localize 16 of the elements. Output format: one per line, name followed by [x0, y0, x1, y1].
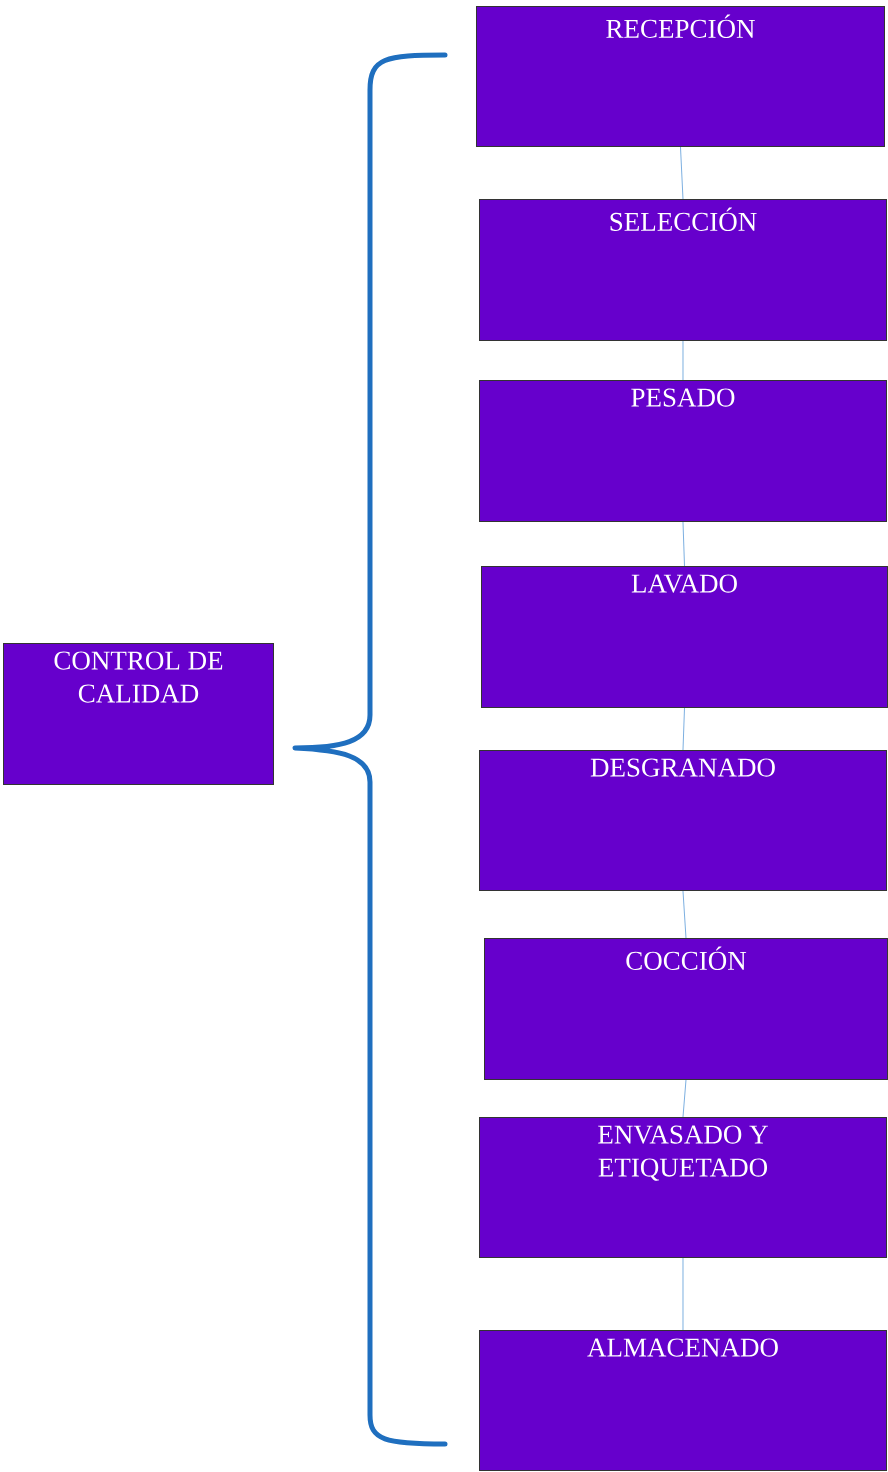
connector-line: [682, 521, 685, 567]
process-box: LAVADO: [481, 566, 888, 708]
process-box: ALMACENADO: [479, 1330, 887, 1471]
process-box: DESGRANADO: [479, 750, 887, 891]
connector-line: [682, 1257, 684, 1331]
connector-line: [682, 890, 687, 939]
process-box: PESADO: [479, 380, 887, 522]
process-box: RECEPCIÓN: [476, 6, 885, 147]
connector-line: [682, 707, 685, 751]
process-box: SELECCIÓN: [479, 199, 887, 341]
connector-line: [680, 146, 684, 200]
process-box: COCCIÓN: [484, 938, 888, 1080]
process-box: ENVASADO Y ETIQUETADO: [479, 1117, 887, 1258]
connector-line: [682, 340, 684, 381]
process-box: CONTROL DE CALIDAD: [3, 643, 274, 785]
connector-line: [682, 1079, 687, 1118]
